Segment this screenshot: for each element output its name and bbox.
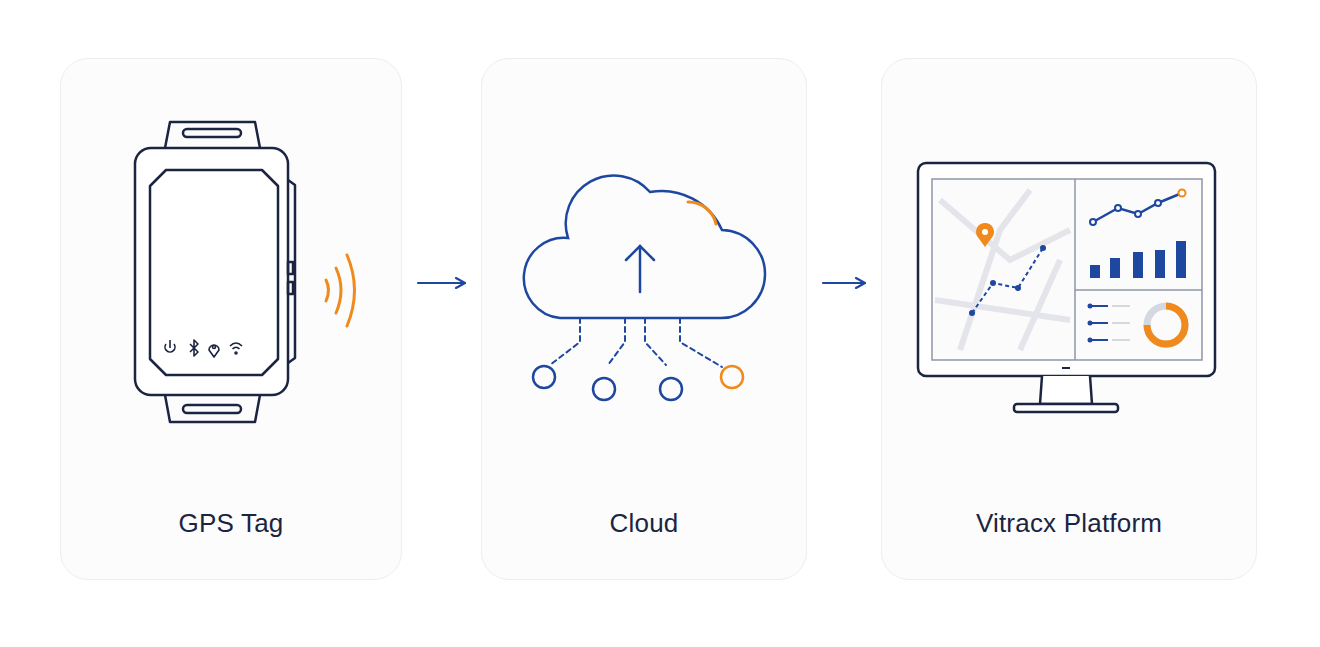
- process-card: Cloud: [481, 58, 807, 580]
- flow-arrow: [418, 282, 465, 284]
- cloud-arc: [688, 202, 716, 224]
- cloud-icon: [524, 175, 765, 400]
- cloud-node-highlight: [721, 366, 743, 388]
- process-card: Vitracx Platform: [881, 58, 1257, 580]
- card-fill: [60, 58, 402, 580]
- card-fill: [881, 58, 1257, 580]
- gps-tag-icon: [135, 122, 295, 422]
- node-label: Vitracx Platform: [976, 508, 1162, 538]
- signal-waves: [326, 255, 355, 326]
- process-card: GPS Tag: [60, 58, 402, 580]
- card-fill: [481, 58, 807, 580]
- monitor-icon: [918, 163, 1215, 412]
- flow-arrow: [823, 282, 865, 284]
- node-label: Cloud: [610, 508, 679, 538]
- node-label: GPS Tag: [179, 508, 284, 538]
